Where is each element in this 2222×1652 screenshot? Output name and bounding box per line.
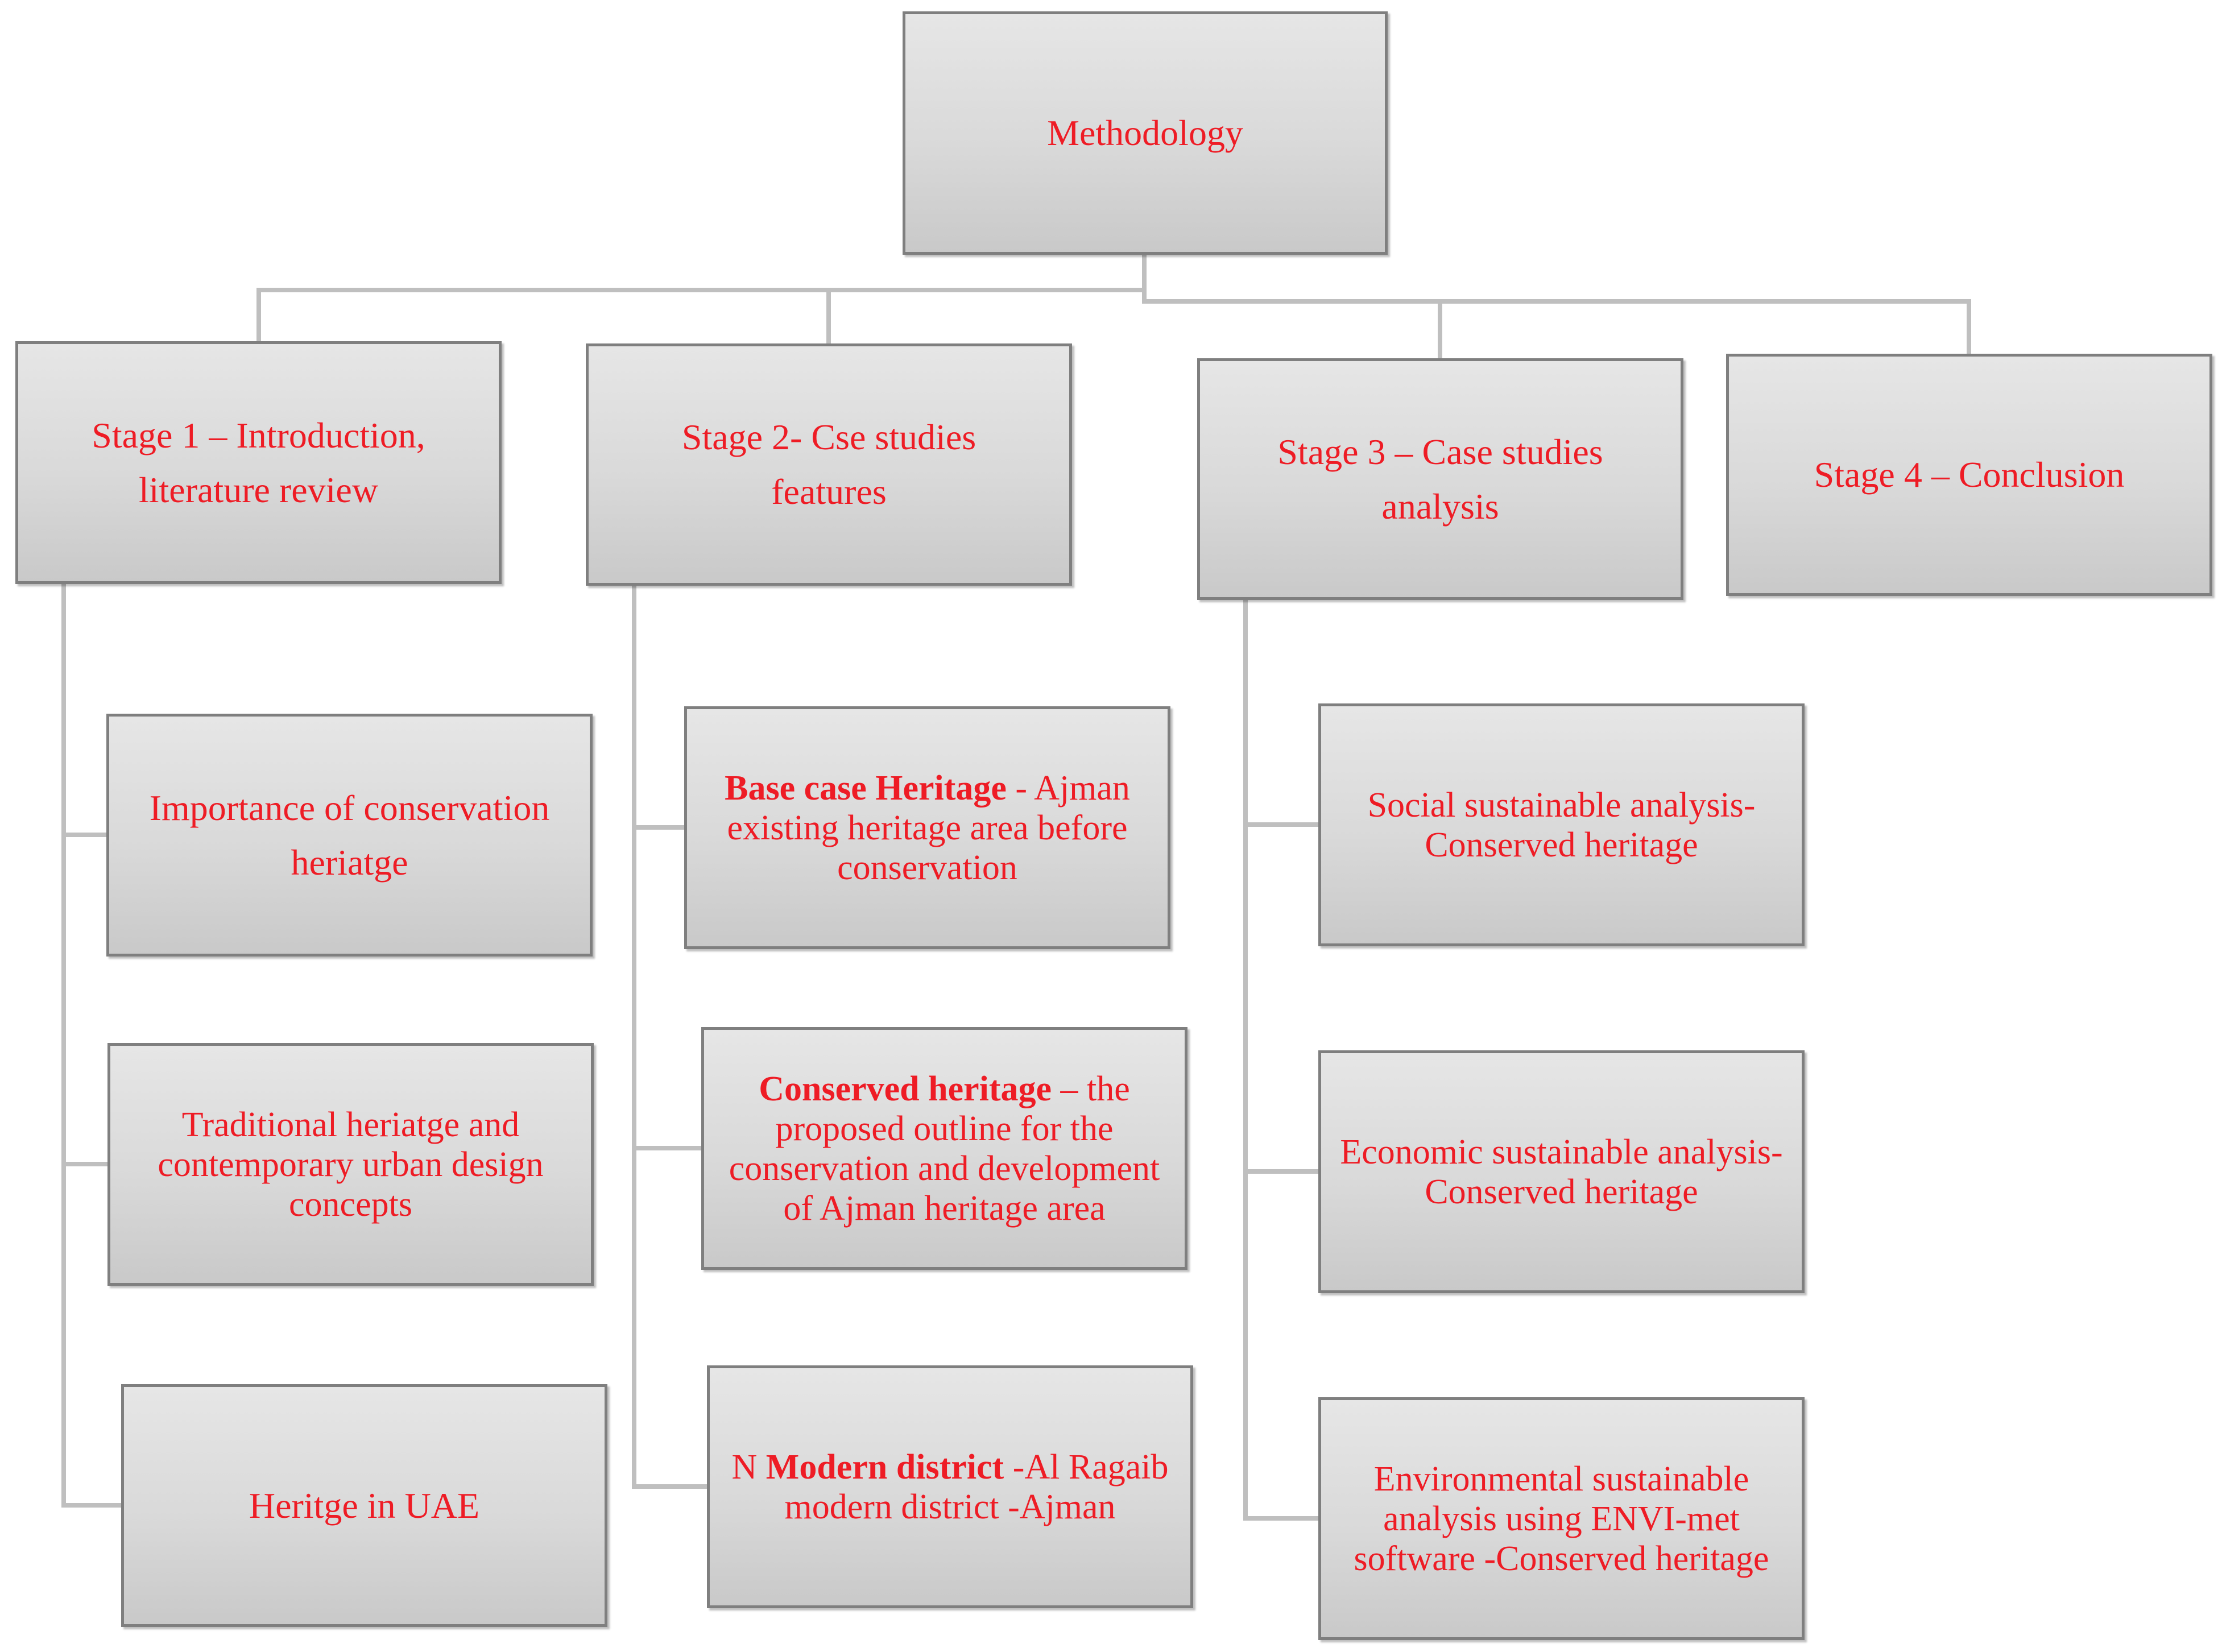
stage-2-item-rest: -Al Ragaib modern district -Ajman bbox=[784, 1447, 1169, 1526]
stage-2-label: Stage 2- Cse studies features bbox=[681, 417, 976, 512]
stage-4-label: Stage 4 – Conclusion bbox=[1814, 454, 2125, 495]
stage-2-item-prefix: N bbox=[731, 1447, 766, 1487]
stage-1-item-importance: Importance of conservation heriatge bbox=[106, 714, 593, 957]
stage-1-item-label: Importance of conservation heriatge bbox=[149, 787, 550, 883]
stage-2-item-bold: Conserved heritage bbox=[759, 1069, 1052, 1108]
stage-3-item-environmental: Environmental sustainable analysis using… bbox=[1318, 1397, 1805, 1640]
stage-1-item-uae: Heritge in UAE bbox=[121, 1384, 607, 1627]
root-node-methodology: Methodology bbox=[903, 11, 1388, 255]
stage-2-item-text: N Modern district -Al Ragaib modern dist… bbox=[715, 1447, 1185, 1527]
stage-3-item-social: Social sustainable analysis- Conserved h… bbox=[1318, 703, 1805, 946]
stage-3-node: Stage 3 – Case studies analysis bbox=[1197, 358, 1683, 600]
stage-3-item-label: Environmental sustainable analysis using… bbox=[1354, 1459, 1769, 1578]
stage-2-item-bold: Base case Heritage bbox=[725, 768, 1007, 808]
stage-2-item-bold: Modern district bbox=[766, 1447, 1004, 1487]
stage-2-item-conserved: Conserved heritage – the proposed outlin… bbox=[701, 1027, 1187, 1270]
stage-2-item-rest: – the proposed outline for the conservat… bbox=[729, 1069, 1160, 1228]
stage-2-item-modern: N Modern district -Al Ragaib modern dist… bbox=[707, 1365, 1193, 1608]
stage-2-item-text: Base case Heritage - Ajman existing heri… bbox=[704, 768, 1151, 888]
stage-3-item-label: Social sustainable analysis- Conserved h… bbox=[1367, 785, 1756, 864]
stage-3-item-label: Economic sustainable analysis- Conserved… bbox=[1340, 1132, 1783, 1211]
stage-2-item-text: Conserved heritage – the proposed outlin… bbox=[715, 1069, 1173, 1228]
stage-1-item-label: Traditional heriatge and contemporary ur… bbox=[158, 1105, 544, 1224]
stage-1-item-traditional: Traditional heriatge and contemporary ur… bbox=[107, 1043, 594, 1286]
stage-3-label: Stage 3 – Case studies analysis bbox=[1277, 431, 1603, 527]
stage-4-node: Stage 4 – Conclusion bbox=[1726, 354, 2212, 596]
stage-2-item-rest: - Ajman existing heritage area before co… bbox=[727, 768, 1130, 887]
stage-1-label: Stage 1 – Introduction, literature revie… bbox=[92, 415, 425, 510]
stage-2-node: Stage 2- Cse studies features bbox=[586, 343, 1072, 586]
stage-1-item-label: Heritge in UAE bbox=[249, 1485, 480, 1526]
stage-1-node: Stage 1 – Introduction, literature revie… bbox=[15, 341, 502, 584]
root-label: Methodology bbox=[1047, 113, 1243, 153]
stage-2-item-base-case: Base case Heritage - Ajman existing heri… bbox=[684, 706, 1170, 949]
stage-3-item-economic: Economic sustainable analysis- Conserved… bbox=[1318, 1050, 1805, 1293]
